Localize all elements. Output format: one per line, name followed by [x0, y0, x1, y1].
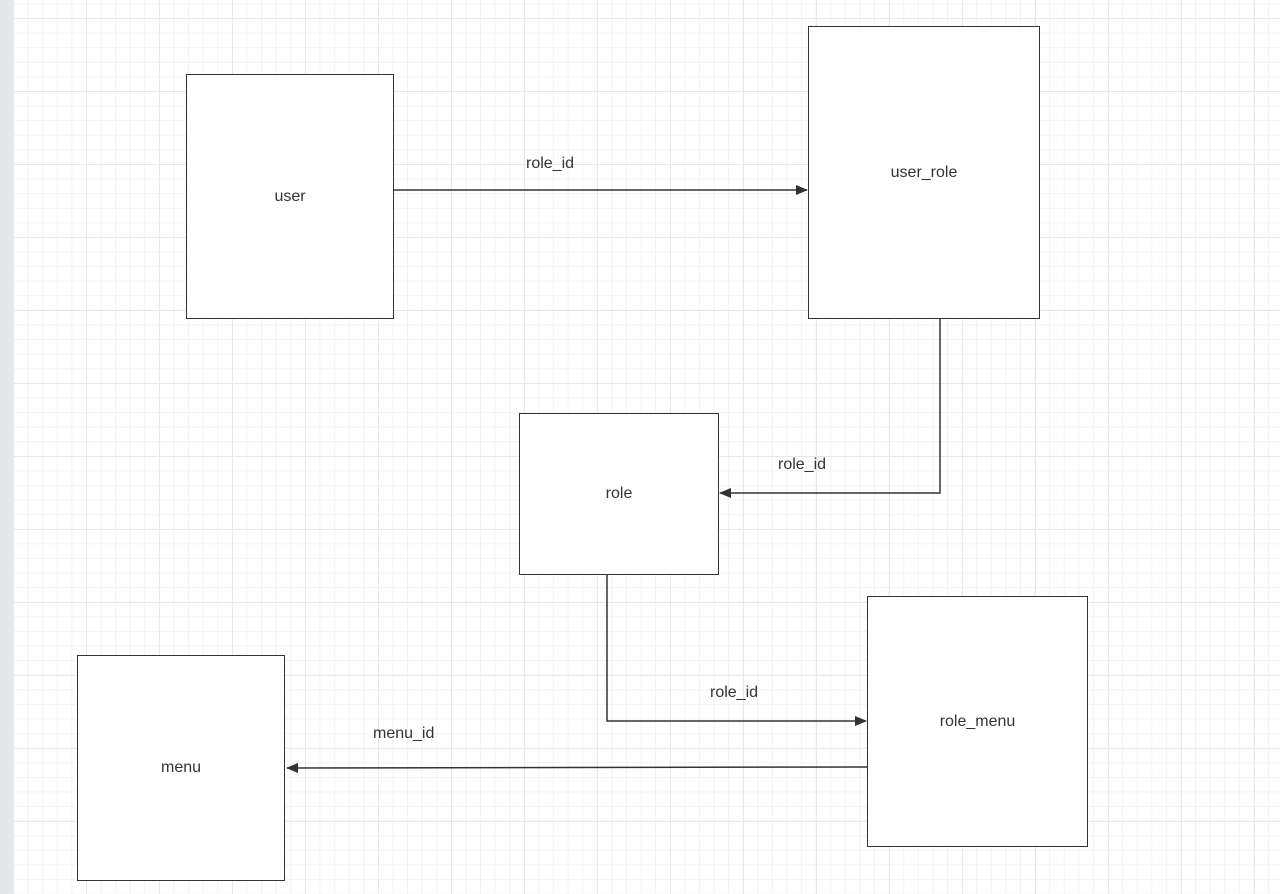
node-menu[interactable]: menu	[77, 655, 285, 881]
edge-label-user-role-to-role[interactable]: role_id	[778, 456, 827, 473]
node-user-role[interactable]: user_role	[808, 26, 1040, 319]
node-user[interactable]: user	[186, 74, 394, 319]
node-role-label: role	[605, 485, 633, 502]
node-role-menu-label: role_menu	[939, 712, 1016, 730]
node-menu-label: menu	[160, 759, 202, 776]
node-role[interactable]: role	[519, 413, 719, 575]
edge-label-user-to-user-role[interactable]: role_id	[526, 155, 575, 172]
edge-label-role-to-role-menu[interactable]: role_id	[710, 684, 759, 701]
node-user-label: user	[274, 187, 306, 205]
node-role-menu[interactable]: role_menu	[867, 596, 1088, 847]
left-gutter	[0, 0, 13, 894]
node-user-role-label: user_role	[890, 163, 958, 181]
edge-label-role-menu-to-menu[interactable]: menu_id	[373, 725, 435, 742]
